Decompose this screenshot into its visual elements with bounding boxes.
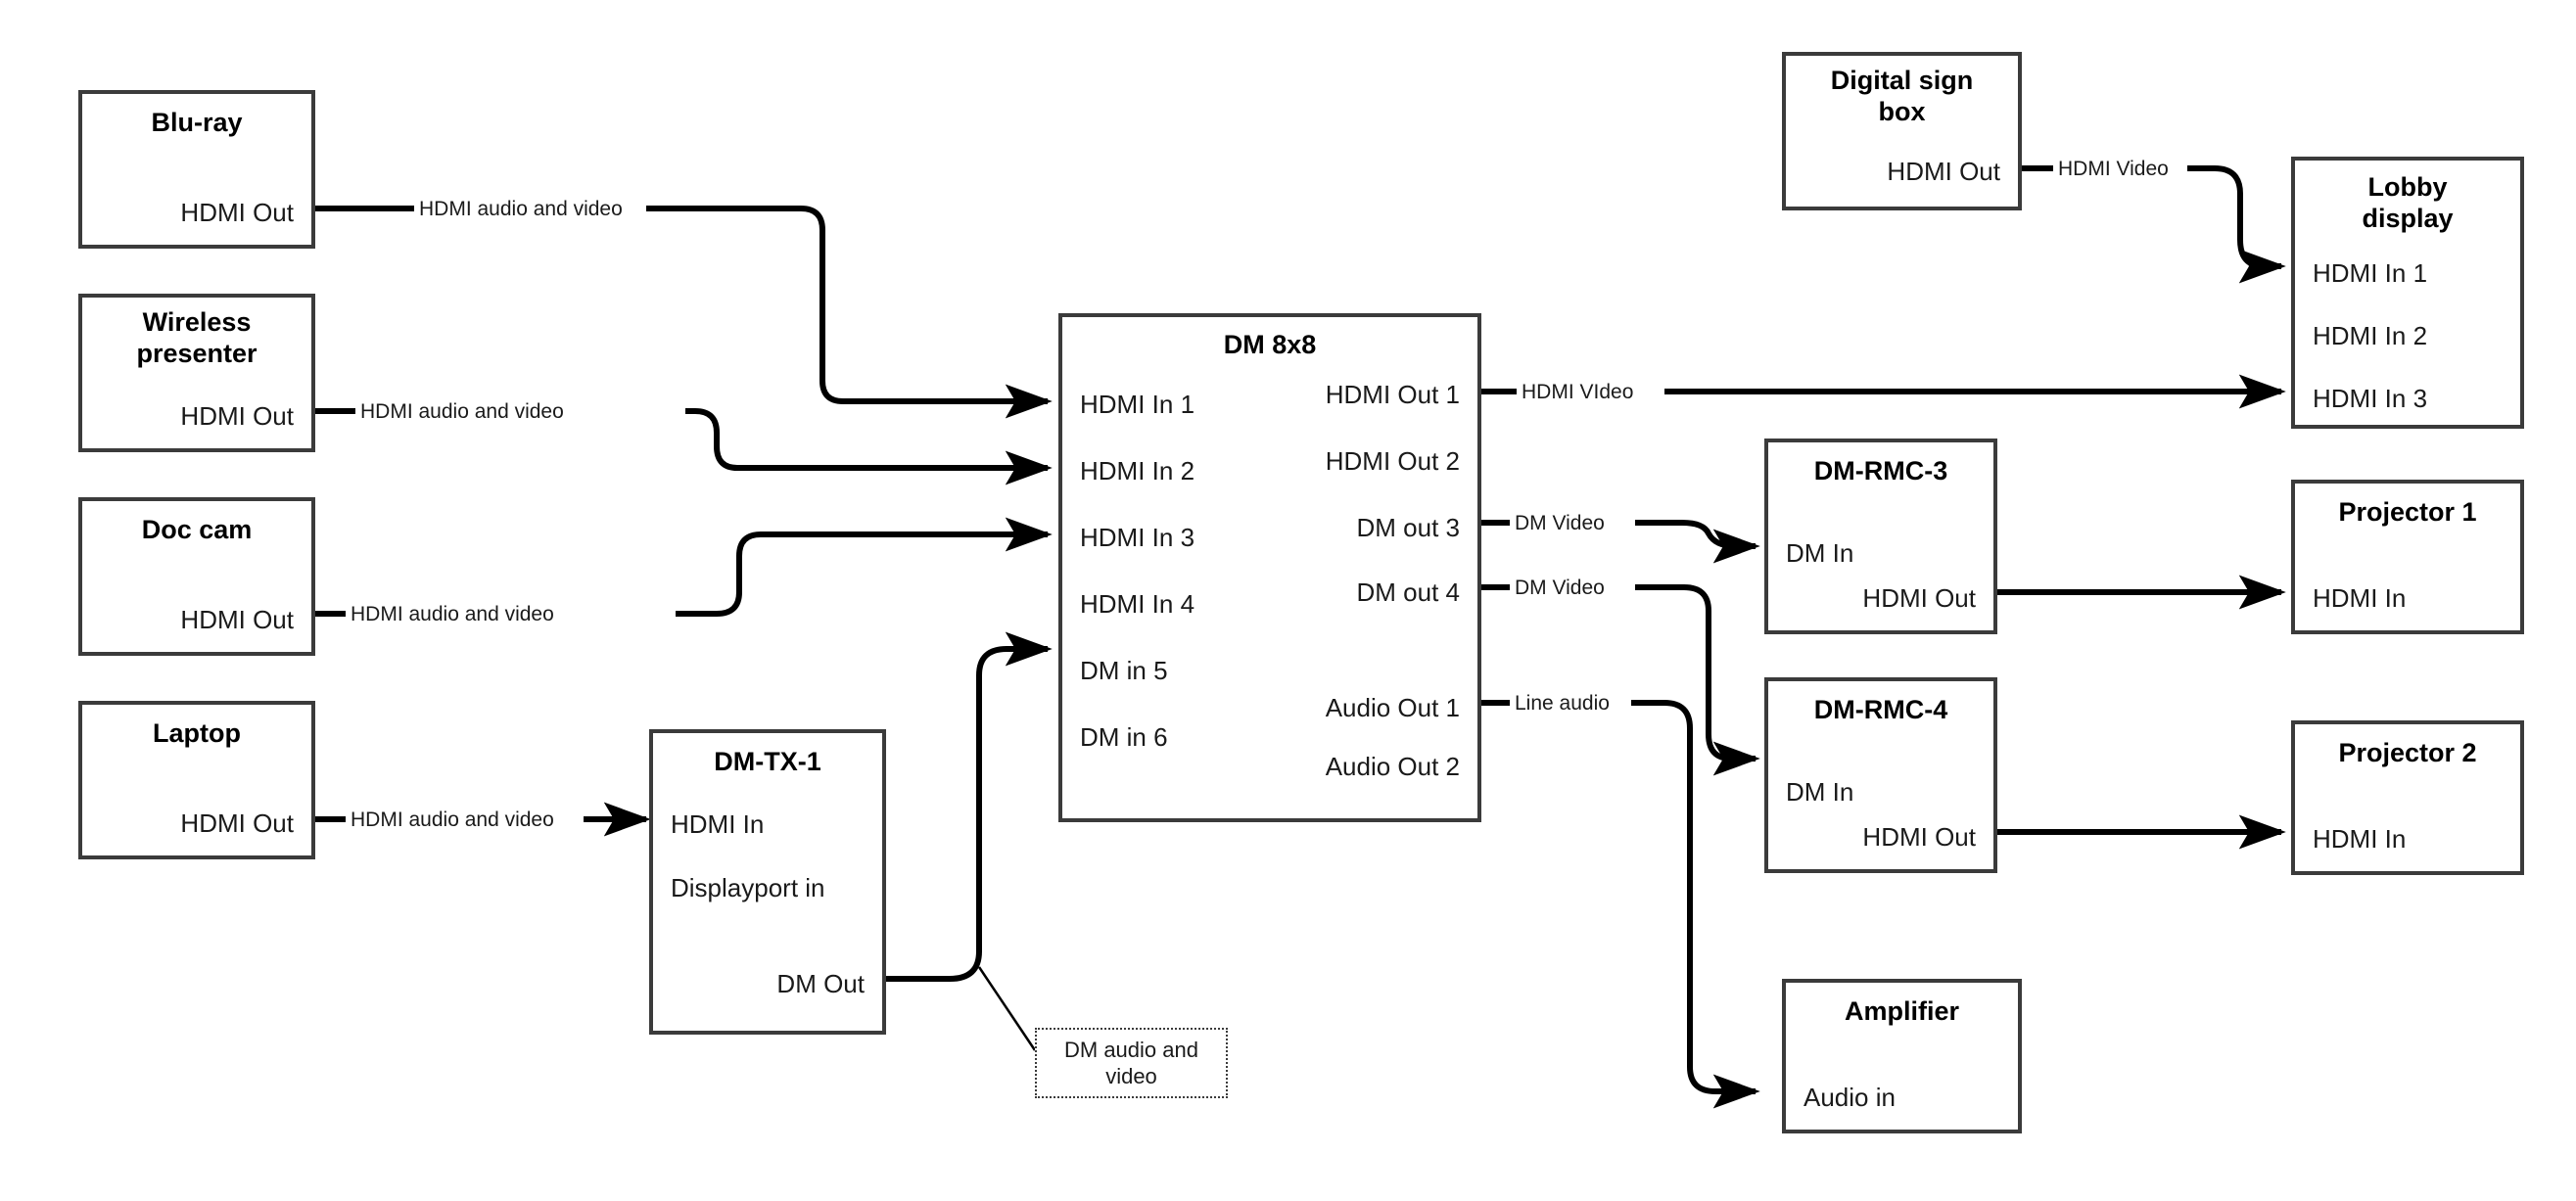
node-lobby-display-port-hdmi-in-2[interactable]: HDMI In 2 xyxy=(2313,321,2428,350)
wire-label-bluray: HDMI audio and video xyxy=(414,199,628,219)
node-wireless-presenter[interactable]: Wireless presenter HDMI Out xyxy=(78,294,315,452)
node-dm-8x8-port-audio-out-2[interactable]: Audio Out 2 xyxy=(1325,752,1460,781)
node-dm-8x8-port-dm-out-3[interactable]: DM out 3 xyxy=(1356,513,1461,542)
wire-label-dm-video-out3: DM Video xyxy=(1510,513,1610,533)
node-projector-1-port-hdmi-in[interactable]: HDMI In xyxy=(2313,583,2407,613)
wire-wireless-to-dm-in2-b xyxy=(685,408,1053,485)
node-wireless-presenter-title: Wireless presenter xyxy=(136,307,258,368)
callout-leader-line xyxy=(977,966,1037,1051)
wire-label-dm-video-out4: DM Video xyxy=(1510,577,1610,598)
wire-digitalsign-to-lobby-in1-b xyxy=(2187,165,2286,284)
node-projector-1-title: Projector 1 xyxy=(2338,497,2477,527)
node-digital-sign-box-port-hdmi-out[interactable]: HDMI Out xyxy=(1887,157,2000,186)
node-amplifier-port-audio-in[interactable]: Audio in xyxy=(1803,1083,1896,1112)
node-bluray-title: Blu-ray xyxy=(151,108,243,137)
node-dm-8x8-port-dm-in-6[interactable]: DM in 6 xyxy=(1080,722,1168,752)
node-lobby-display-title: Lobby display xyxy=(2362,172,2454,233)
wire-dm-audioout1-to-amp-b xyxy=(1631,700,1760,1109)
node-dm-8x8-port-hdmi-in-3[interactable]: HDMI In 3 xyxy=(1080,523,1195,552)
node-dm-8x8-title: DM 8x8 xyxy=(1223,330,1317,359)
node-projector-2[interactable]: Projector 2 HDMI In xyxy=(2291,720,2524,875)
node-dm-rmc-4-port-dm-in[interactable]: DM In xyxy=(1786,777,1854,807)
node-digital-sign-box-title: Digital sign box xyxy=(1830,66,1974,126)
wire-label-hdmi-video-signage: HDMI Video xyxy=(2053,159,2174,179)
node-amplifier[interactable]: Amplifier Audio in xyxy=(1782,979,2022,1133)
node-dm-rmc-4[interactable]: DM-RMC-4 DM In HDMI Out xyxy=(1764,677,1997,873)
wire-label-doccam: HDMI audio and video xyxy=(346,604,559,624)
node-dm-tx-1-port-hdmi-in[interactable]: HDMI In xyxy=(671,809,765,839)
node-dm-rmc-3-port-dm-in[interactable]: DM In xyxy=(1786,538,1854,568)
node-doc-cam-port-hdmi-out[interactable]: HDMI Out xyxy=(180,605,294,634)
node-dm-8x8-port-hdmi-in-2[interactable]: HDMI In 2 xyxy=(1080,456,1195,485)
node-dm-8x8[interactable]: DM 8x8 HDMI In 1 HDMI In 2 HDMI In 3 HDM… xyxy=(1058,313,1481,822)
node-lobby-display[interactable]: Lobby display HDMI In 1 HDMI In 2 HDMI I… xyxy=(2291,157,2524,429)
node-digital-sign-box[interactable]: Digital sign box HDMI Out xyxy=(1782,52,2022,210)
node-dm-8x8-port-dm-out-4[interactable]: DM out 4 xyxy=(1356,577,1461,607)
callout-dm-audio-and-video: DM audio and video xyxy=(1035,1028,1228,1098)
node-doc-cam[interactable]: Doc cam HDMI Out xyxy=(78,497,315,656)
node-bluray[interactable]: Blu-ray HDMI Out xyxy=(78,90,315,249)
node-dm-rmc-3-title: DM-RMC-3 xyxy=(1813,456,1948,485)
node-dm-8x8-port-hdmi-in-1[interactable]: HDMI In 1 xyxy=(1080,390,1195,419)
wire-label-line-audio: Line audio xyxy=(1510,693,1615,714)
node-dm-8x8-port-audio-out-1[interactable]: Audio Out 1 xyxy=(1325,693,1460,722)
node-dm-tx-1-port-displayport-in[interactable]: Displayport in xyxy=(671,873,825,902)
wire-dm-out3-to-rmc3-b xyxy=(1635,520,1760,564)
wire-doccam-to-dm-in3-b xyxy=(676,517,1053,617)
wire-label-wireless: HDMI audio and video xyxy=(355,401,569,422)
node-dm-8x8-port-hdmi-out-1[interactable]: HDMI Out 1 xyxy=(1325,380,1460,409)
node-dm-rmc-4-port-hdmi-out[interactable]: HDMI Out xyxy=(1862,822,1976,852)
node-laptop[interactable]: Laptop HDMI Out xyxy=(78,701,315,859)
node-dm-rmc-3-port-hdmi-out[interactable]: HDMI Out xyxy=(1862,583,1976,613)
node-doc-cam-title: Doc cam xyxy=(141,515,253,544)
node-laptop-port-hdmi-out[interactable]: HDMI Out xyxy=(180,808,294,838)
callout-text: DM audio and video xyxy=(1064,1037,1198,1089)
node-projector-2-port-hdmi-in[interactable]: HDMI In xyxy=(2313,824,2407,854)
node-amplifier-title: Amplifier xyxy=(1844,996,1960,1026)
wire-dmtx1-to-dm-in5 xyxy=(886,631,1053,982)
node-bluray-port-hdmi-out[interactable]: HDMI Out xyxy=(180,198,294,227)
node-dm-8x8-port-dm-in-5[interactable]: DM in 5 xyxy=(1080,656,1168,685)
wire-label-laptop: HDMI audio and video xyxy=(346,809,559,830)
node-projector-1[interactable]: Projector 1 HDMI In xyxy=(2291,480,2524,634)
node-dm-tx-1[interactable]: DM-TX-1 HDMI In Displayport in DM Out xyxy=(649,729,886,1035)
node-dm-tx-1-title: DM-TX-1 xyxy=(714,747,821,776)
node-lobby-display-port-hdmi-in-1[interactable]: HDMI In 1 xyxy=(2313,258,2428,288)
node-laptop-title: Laptop xyxy=(153,718,241,748)
node-dm-rmc-3[interactable]: DM-RMC-3 DM In HDMI Out xyxy=(1764,439,1997,634)
node-dm-tx-1-port-dm-out[interactable]: DM Out xyxy=(776,969,865,998)
wire-label-hdmi-video-out1: HDMI VIdeo xyxy=(1517,382,1639,402)
node-wireless-presenter-port-hdmi-out[interactable]: HDMI Out xyxy=(180,401,294,431)
node-dm-8x8-port-hdmi-out-2[interactable]: HDMI Out 2 xyxy=(1325,446,1460,476)
wire-dm-out4-to-rmc4-b xyxy=(1635,584,1760,776)
wire-bluray-to-dm-in1-b xyxy=(646,206,1053,419)
node-lobby-display-port-hdmi-in-3[interactable]: HDMI In 3 xyxy=(2313,384,2428,413)
node-projector-2-title: Projector 2 xyxy=(2338,738,2477,767)
node-dm-8x8-port-hdmi-in-4[interactable]: HDMI In 4 xyxy=(1080,589,1195,619)
node-dm-rmc-4-title: DM-RMC-4 xyxy=(1813,695,1948,724)
